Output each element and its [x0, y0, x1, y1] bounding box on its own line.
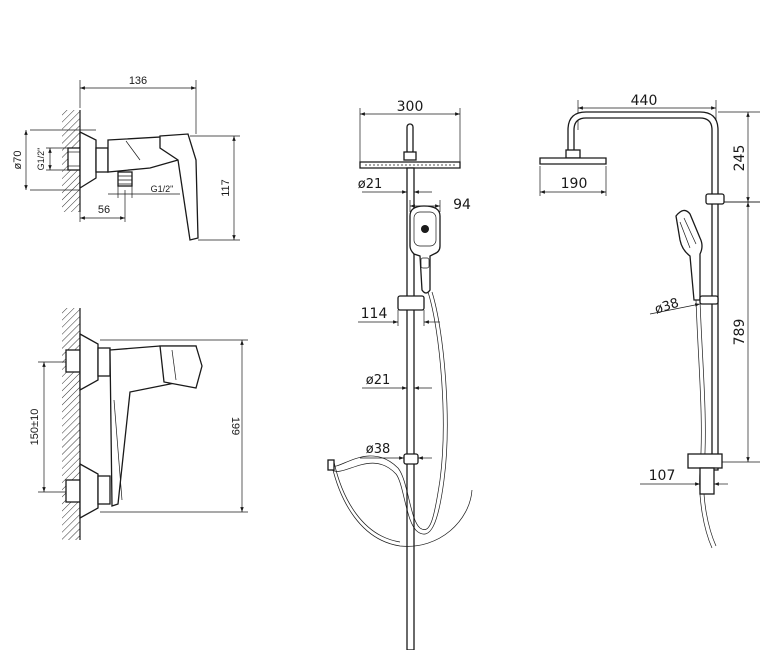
riser-height-dim: 789 — [732, 319, 748, 346]
base-depth-dim: 107 — [649, 468, 676, 484]
tap-front-view: 150±10 199 — [29, 308, 248, 540]
wall-hatch-lower — [62, 308, 80, 540]
arm-reach-dim: 440 — [631, 93, 658, 109]
mid-pipe-diameter-dim: ø21 — [366, 373, 391, 388]
holder-width-dim: 114 — [361, 306, 388, 322]
head-diameter-dim: 300 — [397, 99, 424, 115]
head-depth-dim: 190 — [561, 176, 588, 192]
inlet-spacing-dim: 150±10 — [29, 409, 41, 446]
slider-diameter-dim: ø38 — [366, 442, 391, 457]
tap-width-dim: 136 — [129, 75, 147, 87]
tap-front-height-dim: 199 — [229, 417, 241, 435]
top-pipe-diameter-dim: ø21 — [358, 177, 383, 192]
hand-shower-width-dim: 94 — [453, 197, 471, 213]
rosette-diameter-dim: ø70 — [12, 151, 24, 170]
outlet-depth-dim: 56 — [98, 204, 110, 216]
side-bar-diameter-dim: ø38 — [653, 296, 681, 318]
tap-side-view: 136 ø70 G1/2" G1/2" 56 117 — [12, 75, 240, 241]
outlet-thread-dim: G1/2" — [151, 184, 174, 194]
shower-front-view: 300 ø21 94 114 ø21 — [327, 99, 473, 650]
top-height-dim: 245 — [732, 145, 748, 172]
inlet-thread-dim: G1/2" — [36, 148, 46, 171]
shower-side-view: 440 190 245 ø38 789 — [539, 93, 760, 549]
tap-height-dim: 117 — [220, 179, 232, 197]
